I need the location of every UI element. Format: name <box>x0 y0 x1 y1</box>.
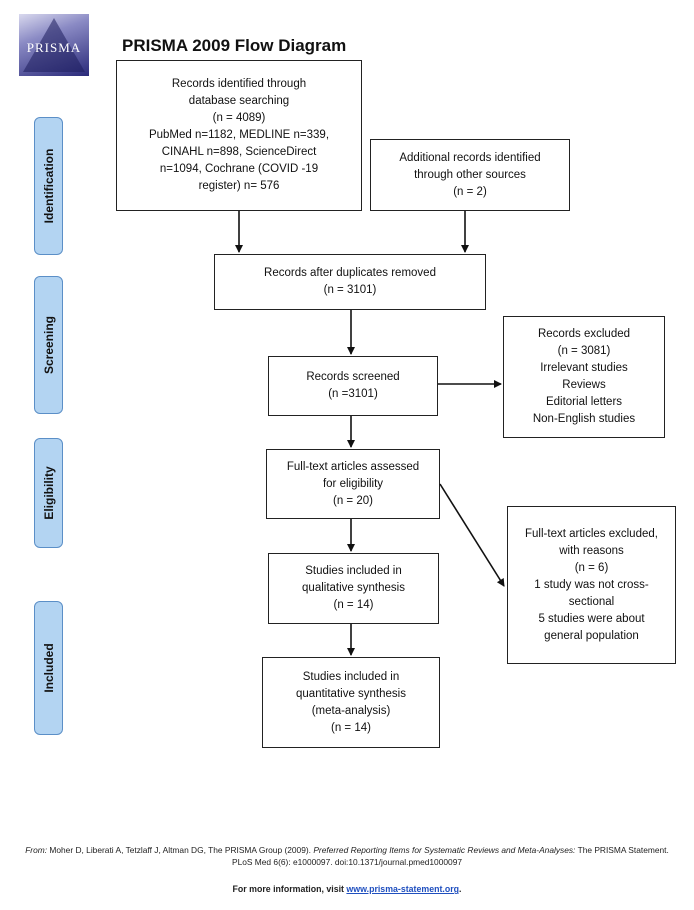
logo-text: PRISMA <box>26 40 82 55</box>
citation-title: Preferred Reporting Items for Systematic… <box>313 845 576 855</box>
citation-from: From: <box>25 845 48 855</box>
box-other-sources: Additional records identified through ot… <box>370 139 570 211</box>
stage-included: Included <box>34 601 63 735</box>
footer-prefix: For more information, visit <box>232 884 344 894</box>
box-fulltext-excluded: Full-text articles excluded, with reason… <box>507 506 676 664</box>
footer-more-info: For more information, visit www.prisma-s… <box>0 884 694 894</box>
stage-eligibility: Eligibility <box>34 438 63 548</box>
citation-rest: The PRISMA Statement. PLoS Med 6(6): e10… <box>231 845 669 867</box>
prisma-logo: PRISMA <box>19 14 89 76</box>
box-records-screened: Records screened (n =3101) <box>268 356 438 416</box>
prisma-statement-link[interactable]: www.prisma-statement.org <box>346 884 460 894</box>
box-database-search: Records identified through database sear… <box>116 60 362 211</box>
box-qualitative-synthesis: Studies included in qualitative synthesi… <box>268 553 439 624</box>
citation: From: Moher D, Liberati A, Tetzlaff J, A… <box>20 844 674 868</box>
stage-identification: Identification <box>34 117 63 255</box>
triangle-logo-icon <box>23 18 85 72</box>
box-records-excluded: Records excluded (n = 3081) Irrelevant s… <box>503 316 665 438</box>
stage-screening: Screening <box>34 276 63 414</box>
arrow-fulltext-to-excluded <box>439 483 505 587</box>
box-after-duplicates: Records after duplicates removed (n = 31… <box>214 254 486 310</box>
citation-authors: Moher D, Liberati A, Tetzlaff J, Altman … <box>49 845 311 855</box>
footer-suffix: . <box>459 884 462 894</box>
box-quantitative-synthesis: Studies included in quantitative synthes… <box>262 657 440 748</box>
box-fulltext-assessed: Full-text articles assessed for eligibil… <box>266 449 440 519</box>
diagram-title: PRISMA 2009 Flow Diagram <box>122 36 347 55</box>
